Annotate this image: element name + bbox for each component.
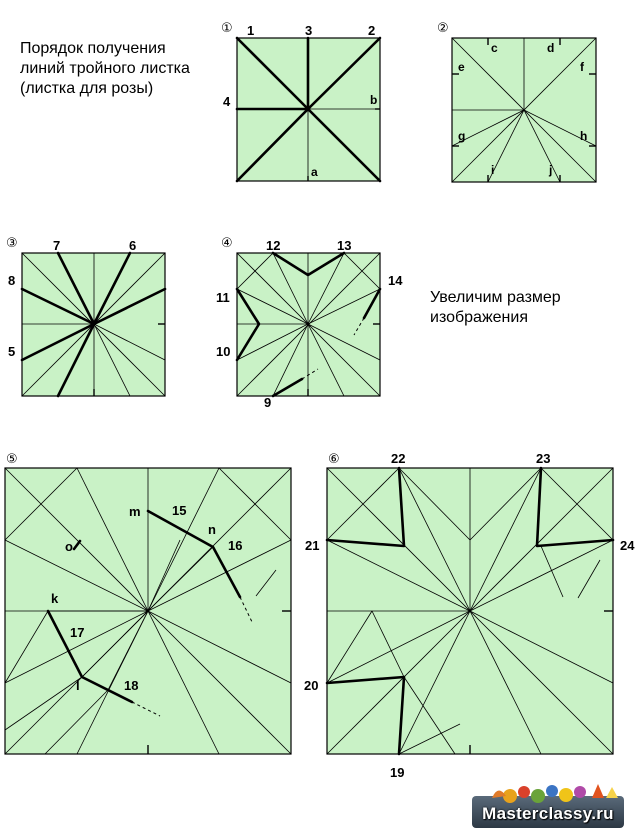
label-k: k xyxy=(51,591,59,606)
label-21: 21 xyxy=(305,538,319,553)
label-18: 18 xyxy=(124,678,138,693)
label-n: n xyxy=(208,522,216,537)
label-1: 1 xyxy=(247,23,254,38)
label-22: 22 xyxy=(391,451,405,466)
label-19: 19 xyxy=(390,765,404,780)
label-20: 20 xyxy=(304,678,318,693)
site-logo: Masterclassy.ru xyxy=(472,778,624,828)
label-2: 2 xyxy=(368,23,375,38)
label-h: h xyxy=(580,129,587,143)
logo-text: Masterclassy.ru xyxy=(482,804,614,823)
step-5-number: ⑤ xyxy=(6,452,18,467)
instruction-caption: Порядок получения линий тройного листка … xyxy=(20,40,190,97)
label-14: 14 xyxy=(388,273,403,288)
label-i: i xyxy=(491,163,494,177)
step-3-square: ③ 7 6 8 5 xyxy=(6,236,167,398)
label-8: 8 xyxy=(8,273,15,288)
step-6-number: ⑥ xyxy=(328,452,340,467)
label-9: 9 xyxy=(264,395,271,410)
label-23: 23 xyxy=(536,451,550,466)
label-c: c xyxy=(491,41,498,55)
label-10: 10 xyxy=(216,344,230,359)
step-5-square: ⑤ m 15 n 16 o k 1 xyxy=(4,452,292,755)
step-2-number: ② xyxy=(437,21,449,36)
label-17: 17 xyxy=(70,625,84,640)
label-m: m xyxy=(129,504,141,519)
label-j: j xyxy=(548,163,552,177)
label-24: 24 xyxy=(620,538,635,553)
label-l: l xyxy=(76,678,80,693)
label-5: 5 xyxy=(8,344,15,359)
label-12: 12 xyxy=(266,238,280,253)
label-6: 6 xyxy=(129,238,136,253)
label-16: 16 xyxy=(228,538,242,553)
label-4: 4 xyxy=(223,94,231,109)
enlarge-caption: Увеличим размер изображения xyxy=(430,289,561,326)
label-o: o xyxy=(65,539,73,554)
step-1-square: ① 1 3 2 4 b a xyxy=(221,21,382,183)
label-d: d xyxy=(547,41,554,55)
step-3-number: ③ xyxy=(6,236,18,251)
label-f: f xyxy=(580,60,585,74)
label-11: 11 xyxy=(216,290,230,305)
label-a: a xyxy=(311,165,318,179)
label-13: 13 xyxy=(337,238,351,253)
label-e: e xyxy=(458,60,465,74)
step-2-square: ② c d e f g h i j xyxy=(437,21,597,183)
label-b: b xyxy=(370,93,377,107)
label-15: 15 xyxy=(172,503,186,518)
label-g: g xyxy=(458,129,465,143)
label-3: 3 xyxy=(305,23,312,38)
step-1-number: ① xyxy=(221,21,233,36)
label-7: 7 xyxy=(53,238,60,253)
step-4-square: ④ 12 13 14 11 10 9 xyxy=(216,236,403,410)
logo-graphic xyxy=(472,784,624,828)
step-4-number: ④ xyxy=(221,236,233,251)
step-6-square: ⑥ 22 23 21 24 20 19 xyxy=(304,451,635,780)
